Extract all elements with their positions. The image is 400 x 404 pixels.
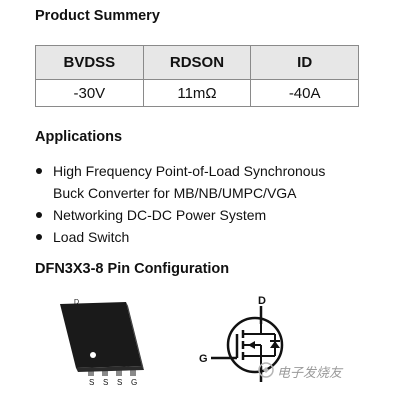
applications-list: High Frequency Point-of-Load Synchronous… (34, 160, 325, 248)
symbol-circle (226, 316, 284, 374)
pin-label-s2: S (103, 378, 108, 387)
pin-pad (130, 370, 136, 376)
bullet-icon (36, 234, 42, 240)
package-edge (76, 366, 144, 372)
header-bvdss: BVDSS (35, 45, 144, 80)
value-bvdss: -30V (35, 79, 144, 107)
pin-pad (116, 370, 122, 376)
value-id: -40A (250, 79, 359, 107)
symbol-gate-label: G (199, 353, 208, 365)
mosfet-symbol: D G (199, 295, 284, 382)
list-item: Networking DC-DC Power System (34, 204, 325, 226)
pin-pad (88, 370, 94, 376)
bullet-icon (36, 168, 42, 174)
pin-config-title: DFN3X3-8 Pin Configuration (35, 261, 230, 277)
header-rdson: RDSON (142, 45, 252, 80)
bullet-icon (36, 212, 42, 218)
product-summary-title: Product Summery (35, 8, 160, 24)
table-row: -30V 11mΩ -40A (35, 79, 359, 107)
list-item: Load Switch (34, 226, 325, 248)
header-id: ID (250, 45, 359, 80)
package-drain-label: D (74, 299, 79, 306)
channel-arrow-icon (248, 341, 255, 349)
list-item-text: Load Switch (53, 229, 130, 245)
watermark-logo-icon (258, 362, 274, 378)
package-side (126, 302, 144, 370)
pin-label-g: G (131, 378, 137, 387)
body-diode-icon (270, 341, 280, 348)
list-item-continuation: Buck Converter for MB/NB/UMPC/VGA (53, 185, 297, 201)
product-summary-table: BVDSS RDSON ID -30V 11mΩ -40A (35, 45, 359, 107)
watermark-text: 电子发烧友 (277, 365, 343, 380)
applications-title: Applications (35, 129, 123, 145)
dfn-package-illustration: D S S S G (60, 299, 144, 387)
pin-pad (102, 370, 108, 376)
list-item-text: High Frequency Point-of-Load Synchronous (53, 163, 326, 179)
package-body (60, 302, 142, 368)
pin-label-s3: S (117, 378, 122, 387)
symbol-drain-label: D (258, 295, 266, 307)
pin1-marker (90, 352, 96, 358)
value-rdson: 11mΩ (142, 79, 252, 107)
pin-label-s1: S (89, 378, 94, 387)
list-item: High Frequency Point-of-Load Synchronous (34, 160, 325, 182)
list-item-text: Networking DC-DC Power System (53, 207, 267, 223)
table-header-row: BVDSS RDSON ID (35, 45, 359, 80)
